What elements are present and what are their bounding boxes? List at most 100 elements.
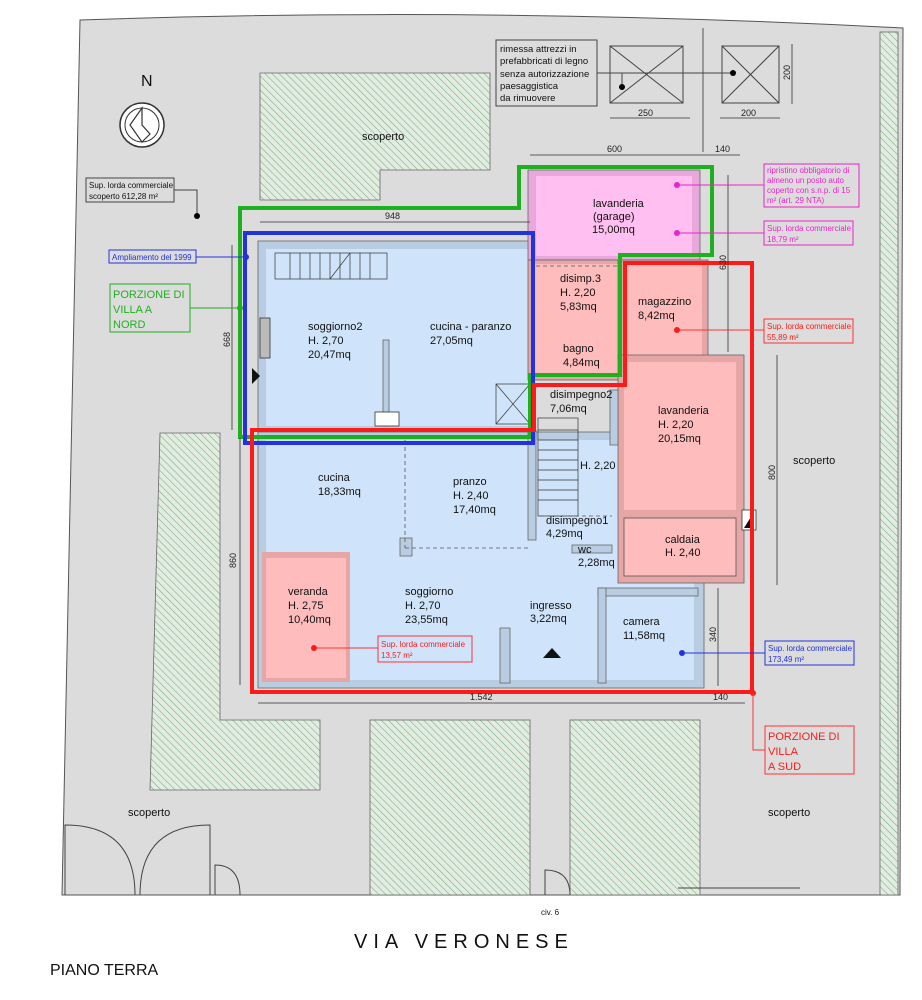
plan-title: PIANO TERRA: [50, 962, 159, 979]
svg-text:20,47mq: 20,47mq: [308, 349, 351, 361]
dim-140-bottom: 140: [713, 692, 728, 702]
svg-text:H. 2,70: H. 2,70: [405, 600, 440, 612]
svg-text:Sup. lorda commerciale: Sup. lorda commerciale: [768, 644, 853, 653]
svg-text:coperto con s.n.p. di 15: coperto con s.n.p. di 15: [767, 186, 851, 195]
svg-text:H. 2,40: H. 2,40: [665, 547, 700, 559]
svg-text:H. 2,20: H. 2,20: [560, 287, 595, 299]
dim-600: 600: [607, 144, 622, 154]
svg-text:7,06mq: 7,06mq: [550, 403, 587, 415]
garden-east: [879, 31, 899, 896]
svg-text:173,49 m²: 173,49 m²: [768, 655, 804, 664]
north-label: N: [141, 73, 153, 90]
dim-630: 630: [718, 255, 728, 270]
svg-text:disimp.3: disimp.3: [560, 273, 601, 285]
outdoor-label: scoperto: [768, 807, 810, 819]
svg-text:lavanderia: lavanderia: [593, 198, 645, 210]
svg-text:PORZIONE DI: PORZIONE DI: [113, 289, 185, 301]
callout-garage-area: Sup. lorda commerciale 18,79 m²: [674, 220, 854, 246]
svg-text:disimpegno1: disimpegno1: [546, 515, 608, 527]
svg-text:caldaia: caldaia: [665, 534, 701, 546]
svg-text:rimessa attrezzi in: rimessa attrezzi in: [500, 44, 577, 55]
svg-text:H. 2,20: H. 2,20: [658, 419, 693, 431]
dim-860: 860: [228, 553, 238, 568]
svg-text:3,22mq: 3,22mq: [530, 613, 567, 625]
dim-200: 200: [741, 108, 756, 118]
svg-text:m² (art. 29 NTA): m² (art. 29 NTA): [767, 196, 825, 205]
svg-text:Sup. lorda commerciale: Sup. lorda commerciale: [767, 224, 852, 233]
svg-text:18,33mq: 18,33mq: [318, 486, 361, 498]
svg-text:17,40mq: 17,40mq: [453, 504, 496, 516]
svg-text:27,05mq: 27,05mq: [430, 335, 473, 347]
dim-1542: 1.542: [470, 692, 493, 702]
svg-text:Ampliamento del 1999: Ampliamento del 1999: [112, 253, 192, 262]
svg-text:8,42mq: 8,42mq: [638, 310, 675, 322]
callout-south-portion: PORZIONE DI VILLA A SUD: [750, 690, 855, 775]
shed-2: [721, 45, 780, 104]
svg-text:55,89 m²: 55,89 m²: [767, 333, 799, 342]
outdoor-label: scoperto: [362, 131, 404, 143]
north-portion-outline: [238, 165, 714, 439]
building: [252, 169, 757, 689]
dim-340: 340: [708, 627, 718, 642]
callout-shed: rimessa attrezzi in prefabbricati di leg…: [495, 39, 736, 107]
svg-text:4,84mq: 4,84mq: [563, 357, 600, 369]
svg-text:13,57 m²: 13,57 m²: [381, 651, 413, 660]
garden-south-2: [569, 719, 701, 896]
svg-text:almeno un posto auto: almeno un posto auto: [767, 176, 844, 185]
svg-text:paesaggistica: paesaggistica: [500, 81, 559, 92]
south-portion-outline: [250, 261, 754, 694]
svg-text:A SUD: A SUD: [768, 761, 801, 773]
extension-1999-outline: [243, 231, 535, 445]
room-stair-height: H. 2,20: [580, 460, 615, 472]
callout-north-portion: PORZIONE DI VILLA A NORD: [109, 283, 243, 333]
svg-text:ingresso: ingresso: [530, 600, 572, 612]
garden-west: [149, 432, 321, 791]
entrance-arrow-icon: [543, 648, 561, 658]
svg-text:11,58mq: 11,58mq: [623, 630, 665, 642]
svg-text:H. 2,75: H. 2,75: [288, 600, 323, 612]
svg-text:4,29mq: 4,29mq: [546, 528, 583, 540]
gate: [64, 824, 571, 896]
svg-text:da rimuovere: da rimuovere: [500, 93, 555, 104]
dim-668: 668: [222, 332, 232, 347]
svg-text:10,40mq: 10,40mq: [288, 614, 331, 626]
svg-text:H. 2,70: H. 2,70: [308, 335, 343, 347]
north-arrow-icon: [119, 102, 165, 148]
svg-text:ripristino obbligatorio di: ripristino obbligatorio di: [767, 166, 849, 175]
civic-number: civ. 6: [541, 908, 560, 917]
svg-text:wc: wc: [577, 544, 592, 556]
svg-text:18,79 m²: 18,79 m²: [767, 235, 799, 244]
svg-text:soggiorno2: soggiorno2: [308, 321, 362, 333]
callout-main-area: Sup. lorda commerciale 173,49 m²: [679, 640, 855, 666]
svg-text:bagno: bagno: [563, 343, 594, 355]
svg-text:Sup. lorda commerciale: Sup. lorda commerciale: [381, 640, 466, 649]
svg-text:scoperto 612,28 m²: scoperto 612,28 m²: [89, 192, 158, 201]
outdoor-label: scoperto: [128, 807, 170, 819]
dim-800: 800: [767, 465, 777, 480]
svg-text:disimpegno2: disimpegno2: [550, 389, 612, 401]
svg-text:2,28mq: 2,28mq: [578, 557, 615, 569]
svg-text:NORD: NORD: [113, 319, 145, 331]
svg-text:VILLA A: VILLA A: [113, 304, 153, 316]
garden-north: [259, 72, 491, 201]
svg-text:Sup. lorda commerciale: Sup. lorda commerciale: [767, 322, 852, 331]
svg-text:soggiorno: soggiorno: [405, 586, 453, 598]
svg-text:5,83mq: 5,83mq: [560, 301, 597, 313]
callout-scoperto-area: Sup. lorda commerciale scoperto 612,28 m…: [85, 177, 200, 219]
svg-text:H. 2,40: H. 2,40: [453, 490, 488, 502]
callout-extension-1999: Ampliamento del 1999: [108, 249, 249, 264]
svg-text:senza autorizzazione: senza autorizzazione: [500, 69, 589, 80]
svg-text:lavanderia: lavanderia: [658, 405, 710, 417]
room-soggiorno2: soggiorno2 H. 2,70 20,47mq: [308, 321, 362, 361]
